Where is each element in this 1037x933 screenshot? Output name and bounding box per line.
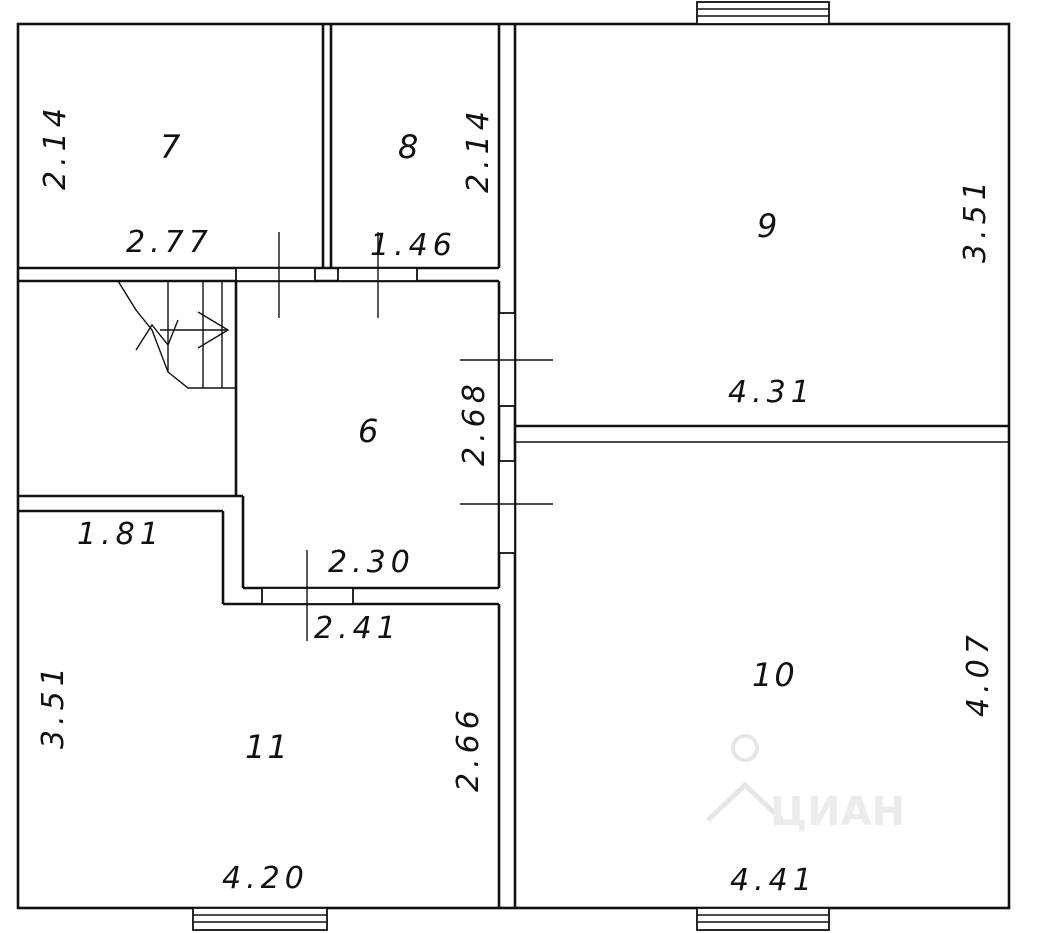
dim-corridor-width: 1.81	[77, 517, 164, 552]
outer-wall	[16, 22, 1011, 910]
dim-r7-height: 2.14	[38, 103, 73, 190]
watermark-text: ЦИАН	[770, 789, 905, 835]
door-room-9	[460, 312, 553, 407]
dim-r6-width: 2.30	[328, 545, 415, 580]
door-room-11	[261, 550, 354, 641]
map-pin-icon	[706, 734, 784, 822]
room-11-label: 11	[245, 728, 290, 766]
door-room-10	[460, 460, 553, 554]
dim-r10-width: 4.41	[730, 863, 817, 898]
dim-r7-width: 2.77	[126, 225, 213, 260]
room-6-label: 6	[358, 412, 380, 450]
door-room-7	[235, 232, 316, 318]
doors	[235, 232, 553, 641]
dim-r11-top-width: 2.41	[314, 611, 401, 646]
room-9-label: 9	[757, 207, 779, 245]
window-top	[696, 1, 830, 25]
dim-r8-width: 1.46	[370, 228, 457, 263]
dim-r11-height-left: 3.51	[36, 662, 71, 749]
door-room-8	[337, 232, 418, 318]
staircase	[117, 280, 236, 389]
dim-r10-height: 4.07	[961, 630, 996, 717]
dim-r11-height-right: 2.66	[451, 705, 486, 792]
room-10-label: 10	[752, 656, 797, 694]
dim-r9-height: 3.51	[958, 176, 993, 263]
room-7-label: 7	[160, 128, 182, 166]
room-8-label: 8	[398, 128, 420, 166]
dim-r9-width: 4.31	[728, 375, 815, 410]
dim-r6-height: 2.68	[457, 379, 492, 466]
dimension-labels: 2.14 2.77 2.14 1.46 3.51 4.31 2.68 2.30 …	[36, 103, 996, 898]
dim-r8-height: 2.14	[461, 106, 496, 193]
room-labels: 7 8 9 6 10 11	[160, 128, 797, 766]
window-bottom-left	[192, 907, 328, 931]
window-bottom-right	[696, 907, 830, 931]
watermark: ЦИАН	[706, 734, 905, 835]
windows	[192, 1, 830, 931]
dim-r11-width: 4.20	[222, 861, 309, 896]
